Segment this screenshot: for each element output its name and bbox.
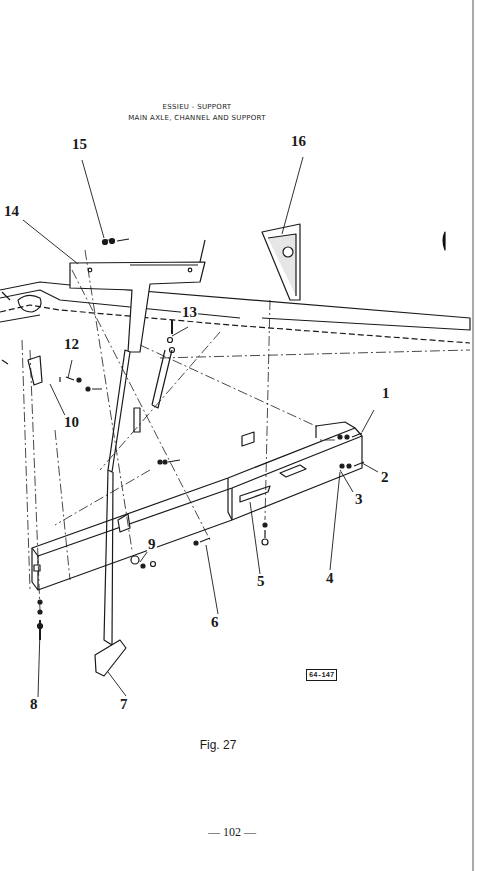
callout-number: 2 (380, 470, 390, 485)
callout-number: 8 (29, 697, 39, 712)
callout-number: 12 (63, 337, 80, 352)
figure-caption: Fig. 27 (200, 739, 237, 751)
callout-number: 1 (381, 386, 391, 401)
callout-number: 3 (354, 492, 364, 507)
callout-number: 5 (256, 574, 266, 589)
callout-number: 10 (63, 415, 80, 430)
callout-number: 4 (325, 571, 335, 586)
page-number: — 102 — (208, 826, 256, 838)
callout-number: 13 (181, 305, 198, 320)
title: ESSIEU - SUPPORT (163, 104, 232, 111)
drawing-reference-box: 64-147 (306, 669, 337, 681)
callout-number: 15 (71, 137, 88, 152)
callout-number: 16 (290, 134, 307, 149)
reference-code: 64-147 (309, 671, 334, 679)
callout-number: 7 (119, 697, 129, 712)
callout-number: 14 (3, 204, 20, 219)
callout-number: 6 (210, 615, 220, 630)
callout-number: 9 (147, 537, 157, 552)
subtitle: MAIN AXLE, CHANNEL AND SUPPORT (128, 115, 265, 122)
